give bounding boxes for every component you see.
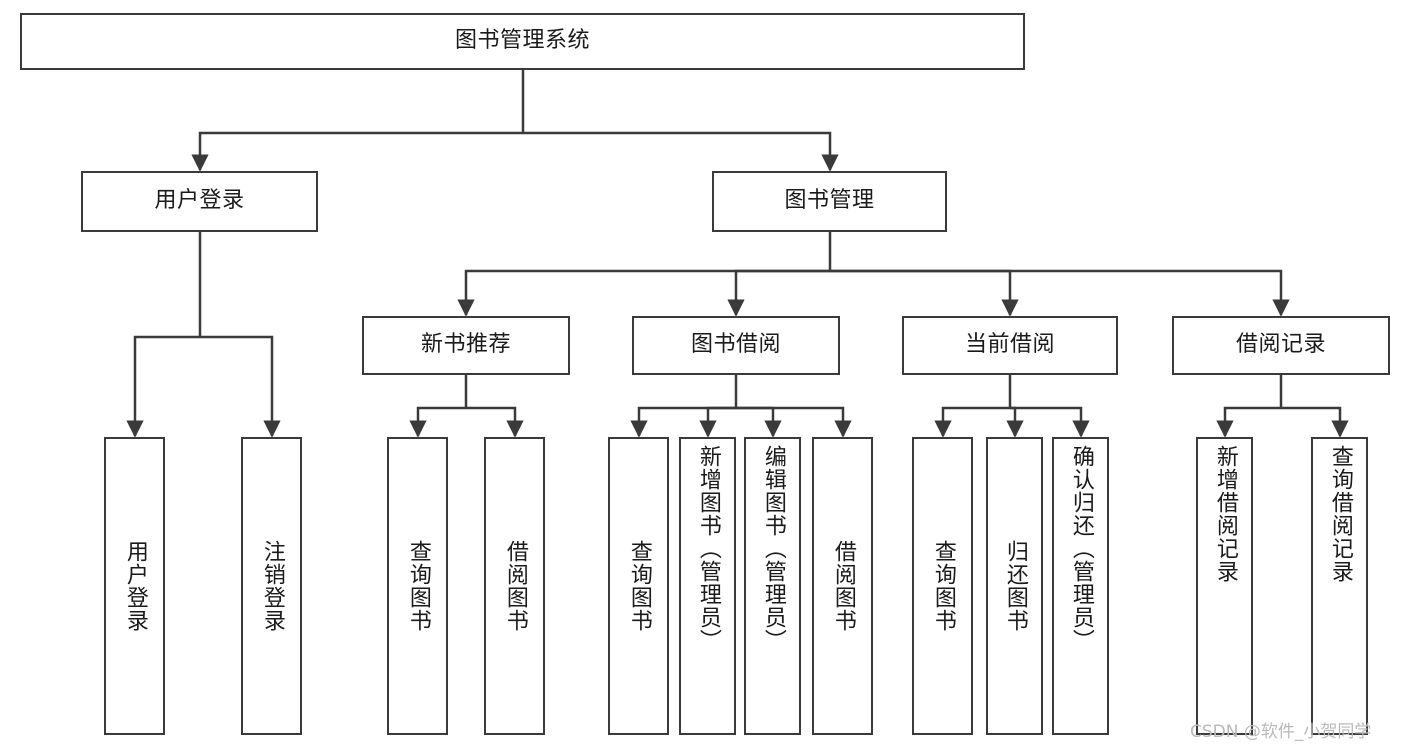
- node-label: 归还图书: [1002, 540, 1028, 632]
- node-n4-branch[interactable]: 图书借阅: [632, 316, 840, 375]
- node-label: 编辑图书（管理员）: [760, 445, 786, 652]
- node-n8-leaf[interactable]: 注销登录: [241, 437, 302, 735]
- node-label: 新增图书（管理员）: [695, 445, 721, 652]
- node-n14-leaf[interactable]: 借阅图书: [812, 437, 873, 735]
- connector-n1-to-n7: [126, 335, 200, 438]
- node-label: 用户登录: [122, 540, 148, 632]
- node-n19-leaf[interactable]: 查询借阅记录: [1311, 437, 1368, 735]
- node-n13-leaf[interactable]: 编辑图书（管理员）: [744, 437, 801, 735]
- connector-n6-to-n19: [1281, 406, 1349, 438]
- node-n18-leaf[interactable]: 新增借阅记录: [1196, 437, 1253, 735]
- connector-n2-to-n3: [457, 269, 830, 317]
- node-n17-leaf[interactable]: 确认归还（管理员）: [1052, 437, 1109, 735]
- connector-n4-to-n14: [736, 406, 852, 438]
- node-n5-branch[interactable]: 当前借阅: [902, 316, 1118, 375]
- connector-n0-to-n1: [191, 131, 523, 172]
- connector-n3-to-n9: [409, 406, 466, 438]
- node-n10-leaf[interactable]: 借阅图书: [484, 437, 545, 735]
- node-label: 新增借阅记录: [1212, 445, 1238, 583]
- node-label: 当前借阅: [964, 332, 1055, 358]
- node-n15-leaf[interactable]: 查询图书: [912, 437, 973, 735]
- connector-n5-to-n16: [1006, 406, 1024, 438]
- node-label: 查询图书: [405, 540, 431, 632]
- node-n12-leaf[interactable]: 新增图书（管理员）: [679, 437, 736, 735]
- node-n1-branch[interactable]: 用户登录: [81, 171, 318, 232]
- connector-n1-to-n8: [200, 335, 281, 438]
- connector-n2-to-n6: [830, 269, 1290, 317]
- node-n3-branch[interactable]: 新书推荐: [362, 316, 570, 375]
- connector-n5-to-n17: [1010, 406, 1090, 438]
- connector-n4-to-n11: [630, 406, 736, 438]
- node-label: 查询图书: [930, 540, 956, 632]
- node-n11-leaf[interactable]: 查询图书: [608, 437, 669, 735]
- node-n2-branch[interactable]: 图书管理: [712, 171, 947, 232]
- node-label: 确认归还（管理员）: [1068, 445, 1094, 652]
- node-label: 查询图书: [626, 540, 652, 632]
- connector-n4-to-n12: [699, 406, 736, 438]
- node-label: 新书推荐: [420, 332, 511, 358]
- node-label: 用户登录: [154, 188, 245, 214]
- connector-n2-to-n5: [830, 269, 1019, 317]
- node-n0-branch[interactable]: 图书管理系统: [20, 13, 1025, 70]
- node-label: 图书借阅: [690, 332, 781, 358]
- node-n16-leaf[interactable]: 归还图书: [986, 437, 1043, 735]
- connector-n6-to-n18: [1216, 406, 1281, 438]
- watermark-text: CSDN @软件_小贺同学: [1190, 722, 1372, 742]
- connector-n3-to-n10: [466, 406, 524, 438]
- node-label: 图书管理: [784, 188, 875, 214]
- node-label: 借阅记录: [1235, 332, 1326, 358]
- node-n7-leaf[interactable]: 用户登录: [104, 437, 165, 735]
- connector-n4-to-n13: [736, 406, 782, 438]
- node-n6-branch[interactable]: 借阅记录: [1172, 316, 1390, 375]
- connector-n2-to-n4: [727, 269, 830, 317]
- connector-n5-to-n15: [934, 406, 1010, 438]
- node-label: 借阅图书: [830, 540, 856, 632]
- node-label: 借阅图书: [502, 540, 528, 632]
- node-n9-leaf[interactable]: 查询图书: [387, 437, 448, 735]
- node-label: 注销登录: [259, 540, 285, 632]
- node-label: 查询借阅记录: [1327, 445, 1353, 583]
- node-label: 图书管理系统: [454, 28, 590, 54]
- connector-n0-to-n2: [523, 131, 839, 172]
